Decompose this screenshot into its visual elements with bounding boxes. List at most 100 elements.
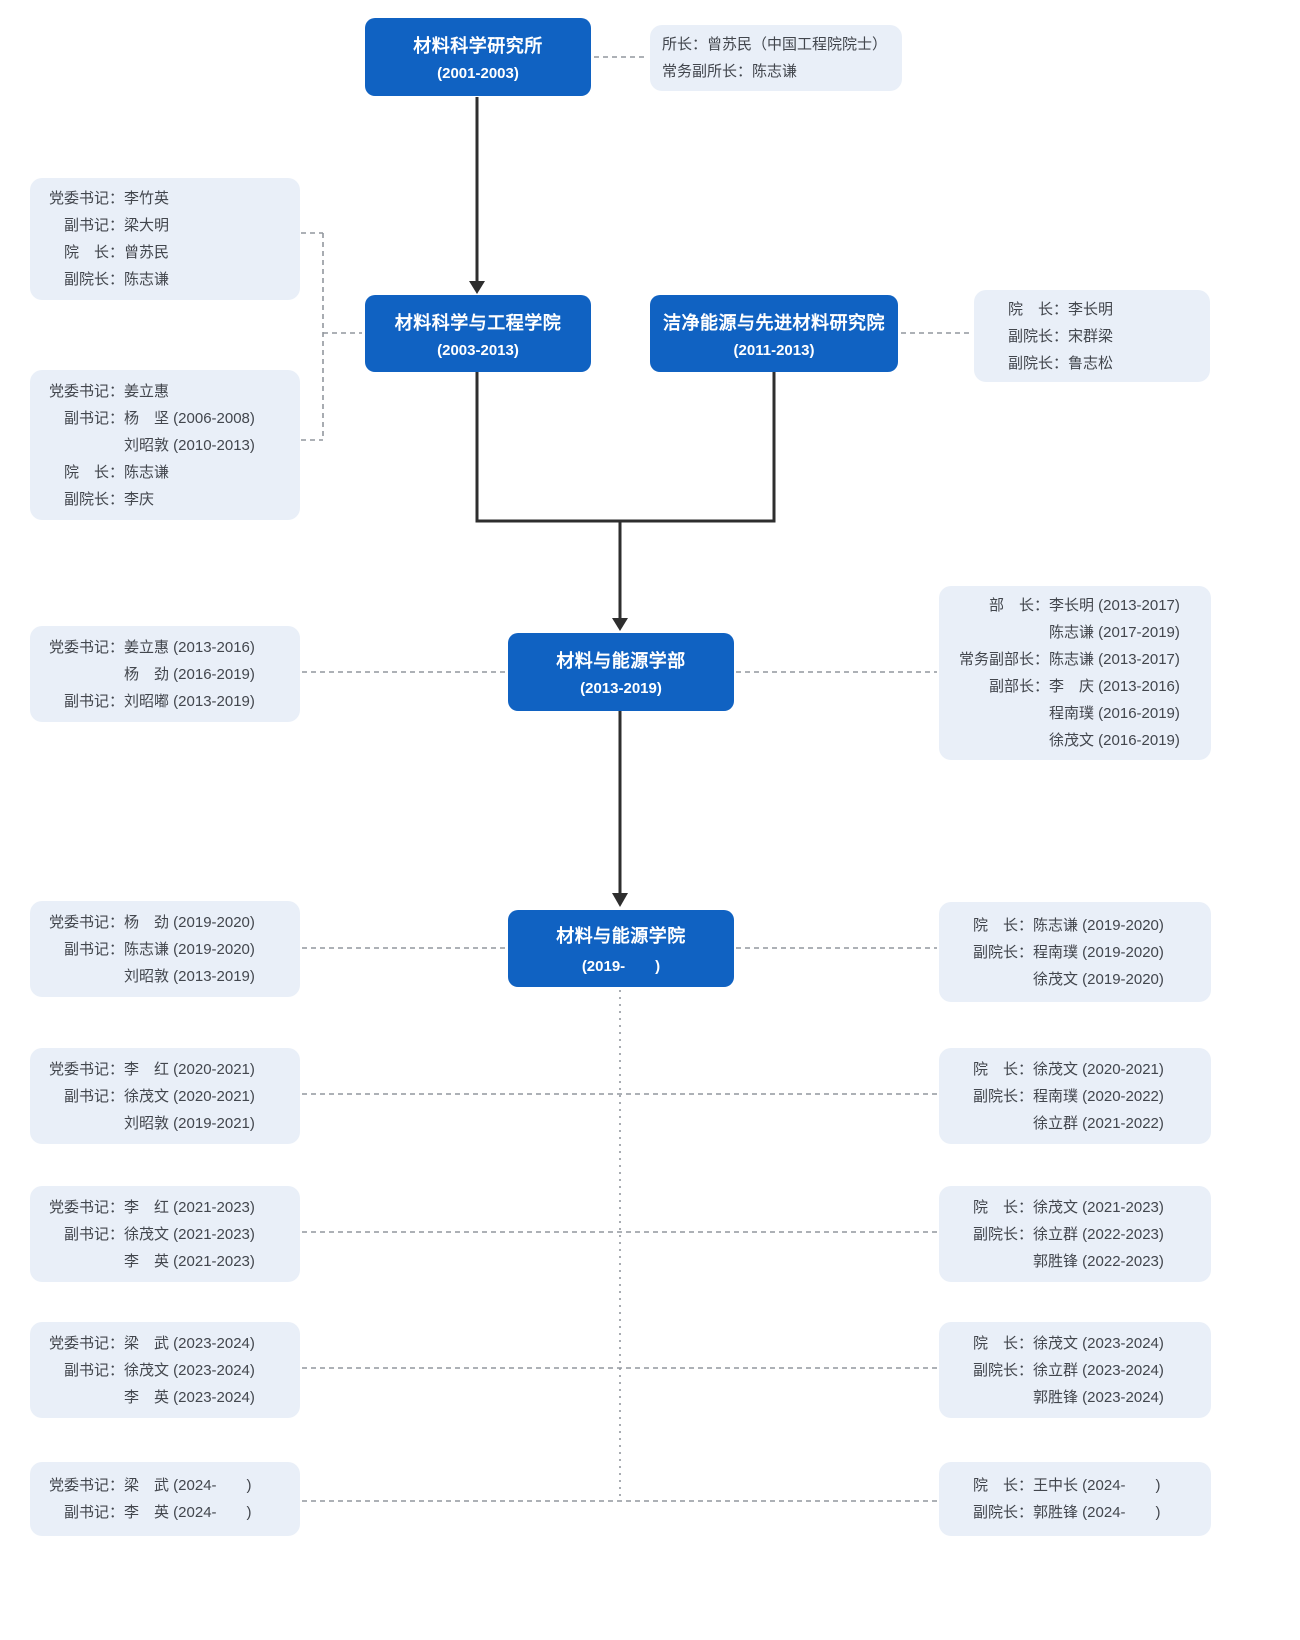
info-line: 副书记：李 英 (2024- ) xyxy=(46,1499,284,1526)
info-line-value: 鲁志松 xyxy=(1068,354,1114,372)
info-line: 副院长：程南璞 (2019-2020) xyxy=(955,939,1195,966)
info-line: 副书记：杨 坚 (2006-2008) xyxy=(46,405,284,432)
info-line-value: 李 英 (2023-2024) xyxy=(124,1388,255,1406)
info-line-label: 副书记： xyxy=(63,1504,124,1521)
info-line: 刘昭敦 (2019-2021) xyxy=(46,1110,284,1137)
info-line-value: 徐立群 (2022-2023) xyxy=(1033,1225,1164,1243)
info-line-label xyxy=(955,966,1033,993)
info-line: 副书记：徐茂文 (2023-2024) xyxy=(46,1357,284,1384)
info-line-value: 宋群梁 xyxy=(1068,327,1114,345)
info-line-value: 李 英 (2024- ) xyxy=(124,1504,252,1521)
node-title: 材料与能源学院 xyxy=(556,925,686,946)
info-line-value: 刘昭敦 (2019-2021) xyxy=(124,1114,255,1132)
info-line-label: 副书记： xyxy=(63,1361,124,1379)
info-line-value: 杨 坚 (2006-2008) xyxy=(124,409,255,427)
info-line-value: 徐立群 (2021-2022) xyxy=(1033,1114,1164,1132)
info-line-label: 副院长： xyxy=(1007,327,1068,345)
info-line-label xyxy=(955,619,1049,646)
info-line-label xyxy=(46,1384,124,1411)
info-line: 杨 劲 (2016-2019) xyxy=(46,661,284,688)
info-line-value: 徐立群 (2023-2024) xyxy=(1033,1361,1164,1379)
info-line: 院 长：曾苏民 xyxy=(46,239,284,266)
info-line-value: 徐茂文 (2021-2023) xyxy=(124,1225,255,1243)
info-line-value: 陈志谦 (2019-2020) xyxy=(1033,916,1164,934)
info-line-label xyxy=(955,1384,1033,1411)
info-box-college-leaders-2024: 院 长：王中长 (2024- ) 副院长：郭胜锋 (2024- ) xyxy=(939,1462,1211,1536)
info-line-label: 院 长： xyxy=(1007,300,1068,318)
info-line: 院 长：徐茂文 (2020-2021) xyxy=(955,1056,1195,1083)
info-line-value: 程南璞 (2019-2020) xyxy=(1033,943,1164,961)
info-line-label xyxy=(955,700,1049,727)
info-line-label: 副院长： xyxy=(972,1504,1033,1521)
merge-bracket xyxy=(475,372,776,523)
info-line: 副院长：程南璞 (2020-2022) xyxy=(955,1083,1195,1110)
info-line: 所长：曾苏民（中国工程院院士） xyxy=(662,31,890,58)
info-box-college-party-2021: 党委书记：李 红 (2021-2023)副书记：徐茂文 (2021-2023)李… xyxy=(30,1186,300,1282)
node-materials-energy-faculty: 材料与能源学部 (2013-2019) xyxy=(508,633,734,711)
info-line: 程南璞 (2016-2019) xyxy=(955,700,1195,727)
info-box-college-party-2023: 党委书记：梁 武 (2023-2024)副书记：徐茂文 (2023-2024)李… xyxy=(30,1322,300,1418)
info-line-label: 副院长： xyxy=(972,1225,1033,1243)
info-line-label: 党委书记： xyxy=(48,913,124,931)
info-box-college-leaders-2021: 院 长：徐茂文 (2021-2023)副院长：徐立群 (2022-2023)郭胜… xyxy=(939,1186,1211,1282)
info-box-mse-party-1: 党委书记：李竹英副书记：梁大明院 长：曾苏民副院长：陈志谦 xyxy=(30,178,300,300)
info-line-label: 所长： xyxy=(662,36,708,53)
info-line-value: 李 红 (2021-2023) xyxy=(124,1198,255,1216)
info-line-value: 郭胜锋 (2024- ) xyxy=(1033,1504,1161,1521)
info-line: 党委书记：姜立惠 xyxy=(46,378,284,405)
info-line-value: 刘昭敦 (2013-2019) xyxy=(124,967,255,985)
node-years: (2011-2013) xyxy=(733,341,815,359)
info-box-college-leaders-2020: 院 长：徐茂文 (2020-2021)副院长：程南璞 (2020-2022) 徐立… xyxy=(939,1048,1211,1144)
info-box-college-leaders-2019: 院 长：陈志谦 (2019-2020)副院长：程南璞 (2019-2020)徐茂… xyxy=(939,902,1211,1002)
info-line-value: 李竹英 xyxy=(124,190,170,207)
info-line-value: 姜立惠 xyxy=(124,382,170,400)
info-line-label xyxy=(955,1110,1033,1137)
node-title: 材料科学研究所 xyxy=(413,36,543,56)
info-line-value: 杨 劲 (2016-2019) xyxy=(124,665,255,683)
info-line-value: 李 庆 (2013-2016) xyxy=(1049,678,1180,695)
info-box-faculty-party: 党委书记：姜立惠 (2013-2016)杨 劲 (2016-2019)副书记：刘… xyxy=(30,626,300,722)
info-line: 常务副所长：陈志谦 xyxy=(662,58,890,85)
info-line: 院 长：徐茂文 (2023-2024) xyxy=(955,1330,1195,1357)
info-line: 院 长：王中长 (2024- ) xyxy=(955,1472,1195,1499)
info-line: 副院长：徐立群 (2022-2023) xyxy=(955,1221,1195,1248)
info-line-label: 副院长： xyxy=(972,1361,1033,1379)
info-line-value: 梁大明 xyxy=(124,217,170,234)
info-line: 党委书记：李 红 (2021-2023) xyxy=(46,1194,284,1221)
info-line: 副院长：陈志谦 xyxy=(46,266,284,293)
info-line: 李 英 (2021-2023) xyxy=(46,1248,284,1275)
info-line: 院 长：徐茂文 (2021-2023) xyxy=(955,1194,1195,1221)
arrowhead-to-faculty xyxy=(612,618,628,631)
info-line-label: 党委书记： xyxy=(48,382,124,400)
info-box-college-leaders-2023: 院 长：徐茂文 (2023-2024) 副院长：徐立群 (2023-2024) 郭胜… xyxy=(939,1322,1211,1418)
info-line-label: 副书记： xyxy=(63,1087,124,1105)
node-title: 洁净能源与先进材料研究院 xyxy=(663,312,885,333)
info-line-label xyxy=(46,432,124,459)
info-line: 党委书记：梁 武 (2024- ) xyxy=(46,1472,284,1499)
info-line: 副书记：徐茂文 (2021-2023) xyxy=(46,1221,284,1248)
info-line-label: 副院长： xyxy=(972,1087,1033,1105)
info-line: 院 长：陈志谦 xyxy=(46,459,284,486)
info-line-value: 陈志谦 xyxy=(124,271,170,288)
info-line-value: 曾苏民 xyxy=(124,244,170,261)
node-years: (2019- ) xyxy=(581,957,661,975)
info-line-label: 院 长： xyxy=(63,244,124,261)
node-materials-science-institute: 材料科学研究所 (2001-2003) xyxy=(365,18,591,96)
node-materials-energy-college: 材料与能源学院 (2019- ) xyxy=(508,910,734,987)
info-line: 党委书记：姜立惠 (2013-2016) xyxy=(46,634,284,661)
info-line-label: 副院长： xyxy=(972,943,1033,961)
info-line-value: 刘昭嘟 (2013-2019) xyxy=(124,692,255,710)
info-line: 刘昭敦 (2013-2019) xyxy=(46,963,284,990)
info-box-clean-energy-leaders: 院 长：李长明副院长：宋群梁副院长：鲁志松 xyxy=(974,290,1210,382)
info-line-value: 郭胜锋 (2023-2024) xyxy=(1033,1388,1164,1406)
info-line-label: 常务副部长： xyxy=(958,651,1049,668)
info-line-label: 院 长： xyxy=(972,1198,1033,1216)
info-line-label: 党委书记： xyxy=(48,1198,124,1216)
info-line-value: 曾苏民（中国工程院院士） xyxy=(707,36,888,53)
info-line-value: 陈志谦 xyxy=(124,463,170,481)
info-line: 陈志谦 (2017-2019) xyxy=(955,619,1195,646)
info-line-label: 副书记： xyxy=(63,409,124,427)
info-line-value: 姜立惠 (2013-2016) xyxy=(124,638,255,656)
info-line-value: 程南璞 (2016-2019) xyxy=(1049,705,1180,722)
